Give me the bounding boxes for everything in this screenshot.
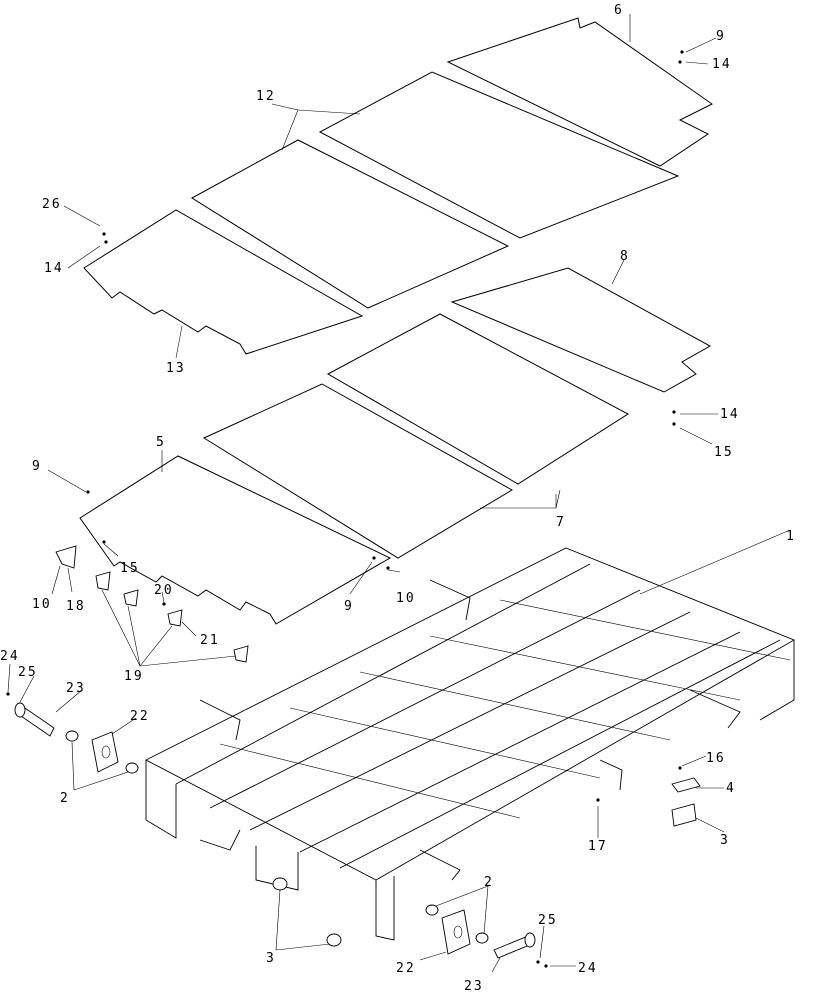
callout-17: 17 (588, 839, 608, 854)
panel-11 (446, 17, 713, 167)
callout-7: 7 (556, 515, 566, 530)
callout-9-left: 9 (32, 459, 42, 474)
callout-24-right: 24 (578, 961, 598, 976)
callout-12: 12 (256, 89, 276, 104)
callout-14-top: 14 (712, 57, 732, 72)
panel-8 (450, 267, 712, 393)
callout-11: 6 (614, 3, 624, 18)
part-2-bushing-right (425, 904, 489, 944)
callout-23-left: 23 (66, 681, 86, 696)
callout-3: 3 (266, 951, 276, 966)
callout-20: 20 (154, 583, 174, 598)
callout-15-right: 15 (714, 445, 734, 460)
panel-13 (83, 209, 364, 355)
panel-6 (79, 455, 392, 625)
part-19-brackets (95, 571, 249, 663)
part-22-block-left (91, 731, 119, 773)
callout-16: 16 (706, 751, 726, 766)
callout-labels: 6 9 14 12 26 14 13 8 14 15 5 9 7 15 9 10… (0, 3, 796, 994)
callout-2-left: 2 (60, 791, 70, 806)
callout-5: 4 (726, 781, 736, 796)
part-3-bushing (272, 877, 342, 947)
part-22-block-right (441, 909, 471, 955)
callout-13: 13 (166, 361, 186, 376)
callout-15-left: 15 (120, 561, 140, 576)
part-18-bracket (55, 545, 77, 569)
callout-25-right: 25 (538, 913, 558, 928)
callout-8: 8 (620, 249, 630, 264)
panel-12-right (318, 71, 680, 239)
part-23-pin-left (14, 702, 55, 737)
callout-14-left: 14 (44, 261, 64, 276)
callout-23-right: 23 (464, 979, 484, 994)
panel-7-right (326, 313, 629, 485)
callout-19: 19 (124, 669, 144, 684)
callout-2-right: 2 (484, 875, 494, 890)
callout-22-left: 22 (130, 709, 150, 724)
callout-26: 26 (42, 197, 62, 212)
part-23-pin-right (493, 932, 536, 959)
callout-21: 21 (200, 633, 220, 648)
panel-7-left (202, 383, 514, 559)
callout-1: 1 (786, 529, 796, 544)
frame-assembly (145, 547, 796, 941)
leader-lines (7, 14, 791, 973)
callout-9-bottom: 9 (344, 599, 354, 614)
callout-4: 3 (720, 833, 730, 848)
part-5-plate (671, 777, 701, 793)
part-2-bushing-left (65, 730, 139, 774)
callout-18: 18 (66, 599, 86, 614)
callout-10-right: 10 (396, 591, 416, 606)
callout-24-left: 24 (0, 649, 20, 664)
callout-14-right: 14 (720, 407, 740, 422)
callout-6: 5 (156, 435, 166, 450)
callout-9-top: 9 (716, 29, 726, 44)
callout-22-right: 22 (396, 961, 416, 976)
callout-10-left: 10 (32, 597, 52, 612)
fastener-dots (6, 50, 684, 968)
callout-25-left: 25 (18, 665, 38, 680)
part-4-block (671, 803, 697, 827)
panel-12-left (191, 139, 510, 309)
